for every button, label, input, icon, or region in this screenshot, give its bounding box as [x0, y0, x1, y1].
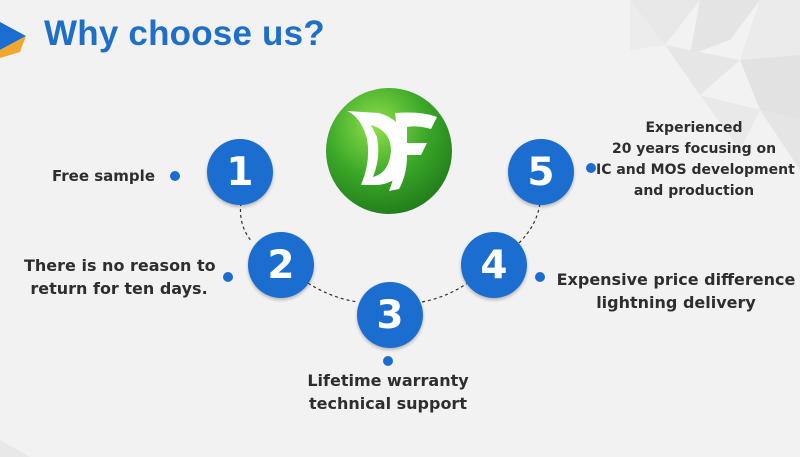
step-3-line-2: technical support	[309, 394, 467, 413]
title-marker-icon	[0, 22, 26, 58]
step-3-line-1: Lifetime warranty	[307, 371, 469, 390]
step-5-line-1: Experienced	[645, 120, 743, 136]
step-1-number: 1	[207, 139, 273, 205]
step-4-line-1: Expensive price difference	[556, 270, 796, 289]
step-2-line-2: return for ten days.	[30, 279, 208, 298]
step-4-number: 4	[461, 232, 527, 298]
step-5-line-4: and production	[633, 183, 755, 199]
step-5-label: Experienced 20 years focusing on IC and …	[596, 118, 795, 202]
step-1-bullet	[170, 171, 180, 181]
step-1-line-1: Free sample	[52, 167, 155, 185]
step-4-line-2: lightning delivery	[596, 293, 756, 312]
step-2-number: 2	[248, 232, 314, 298]
step-1-label: Free sample	[52, 165, 155, 187]
step-2-label: There is no reason to return for ten day…	[24, 254, 216, 300]
step-3-bullet	[383, 356, 393, 366]
step-4-bullet	[535, 272, 545, 282]
step-3-label: Lifetime warranty technical support	[298, 369, 478, 415]
step-2-line-1: There is no reason to	[24, 256, 216, 275]
step-5-line-2: 20 years focusing on	[611, 141, 777, 157]
step-5-line-3: IC and MOS development	[596, 162, 795, 178]
step-4-label: Expensive price difference lightning del…	[556, 268, 796, 314]
df-logo-icon: DF	[325, 87, 452, 214]
logo-text: DF	[325, 87, 347, 91]
page-title: Why choose us?	[44, 14, 325, 53]
step-2-bullet	[223, 272, 233, 282]
step-5-number: 5	[508, 139, 574, 205]
step-3-number: 3	[357, 282, 423, 348]
step-5-bullet	[586, 163, 596, 173]
